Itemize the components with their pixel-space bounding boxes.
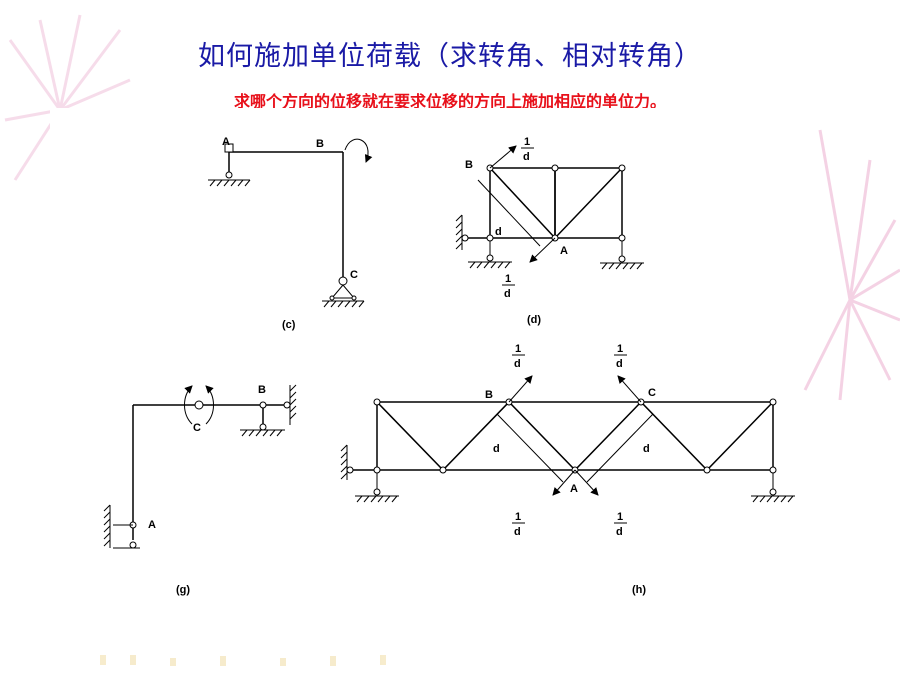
label-h-b: B — [485, 389, 493, 401]
unit-force-h-b — [508, 375, 533, 403]
wall-hatch-d — [455, 214, 463, 250]
label-g-c: C — [193, 422, 201, 434]
unit-force-h-a-right — [574, 469, 599, 496]
truss-d-diagonal-ba — [489, 167, 556, 239]
decor-bottom-dots — [100, 655, 386, 666]
ground-hatch-c-c — [323, 300, 365, 308]
support-c-c-pin — [338, 276, 348, 286]
unit-force-h-c — [617, 375, 642, 403]
fraction-d-bottom-num: 1 — [505, 273, 511, 285]
fraction-d-bottom-den: d — [504, 288, 511, 300]
decor-burst-right — [803, 129, 900, 401]
figure-g: A B C (g) — [103, 384, 297, 596]
truss-h-diagonals — [376, 400, 774, 472]
unit-moment-g-left — [184, 385, 193, 425]
support-c-a-pin — [225, 171, 233, 179]
hinge-g-c — [194, 400, 204, 410]
label-c-c: C — [350, 269, 358, 281]
ground-hatch-c-a — [209, 179, 251, 187]
label-g-a: A — [148, 519, 156, 531]
fraction-h-c-num: 1 — [617, 343, 623, 355]
label-c-b: B — [316, 138, 324, 150]
label-d-a: A — [560, 245, 568, 257]
fraction-h-a-left-num: 1 — [515, 511, 521, 523]
caption-g: (g) — [176, 584, 190, 596]
fraction-h-a-right-num: 1 — [617, 511, 623, 523]
slide-title: 如何施加单位荷载（求转角、相对转角） — [198, 41, 702, 72]
fraction-h-a-right-den: d — [616, 526, 623, 538]
unit-moment-g-right — [205, 385, 214, 425]
caption-d: (d) — [527, 314, 541, 326]
fraction-h-b-num: 1 — [515, 343, 521, 355]
fraction-h-b-den: d — [514, 358, 521, 370]
label-h-d-left: d — [493, 443, 500, 455]
label-c-a: A — [222, 136, 230, 148]
label-g-b: B — [258, 384, 266, 396]
node-c-a — [224, 143, 234, 153]
slide-subtitle: 求哪个方向的位移就在要求位移的方向上施加相应的单位力。 — [233, 92, 666, 111]
label-h-c: C — [648, 387, 656, 399]
unit-force-d-b — [489, 145, 517, 169]
caption-h: (h) — [632, 584, 646, 596]
fraction-d-top-den: d — [523, 151, 530, 163]
label-d-d: d — [495, 226, 502, 238]
figure-d: d B A 1 d 1 d (d) — [455, 136, 644, 326]
label-d-b: B — [465, 159, 473, 171]
label-h-a: A — [570, 483, 578, 495]
diagram-panel — [50, 108, 802, 648]
unit-force-h-a-left — [552, 469, 576, 496]
fraction-d-top-num: 1 — [524, 136, 530, 148]
figure-c: A B C (c) — [208, 136, 373, 331]
label-h-d-right: d — [643, 443, 650, 455]
caption-c: (c) — [282, 319, 296, 331]
fraction-h-c-den: d — [616, 358, 623, 370]
fraction-h-a-left-den: d — [514, 526, 521, 538]
figure-h: d d B C A 1 d 1 d 1 d 1 d (h) — [340, 343, 795, 596]
unit-moment-c-b — [344, 138, 373, 163]
unit-force-d-a — [529, 237, 556, 263]
